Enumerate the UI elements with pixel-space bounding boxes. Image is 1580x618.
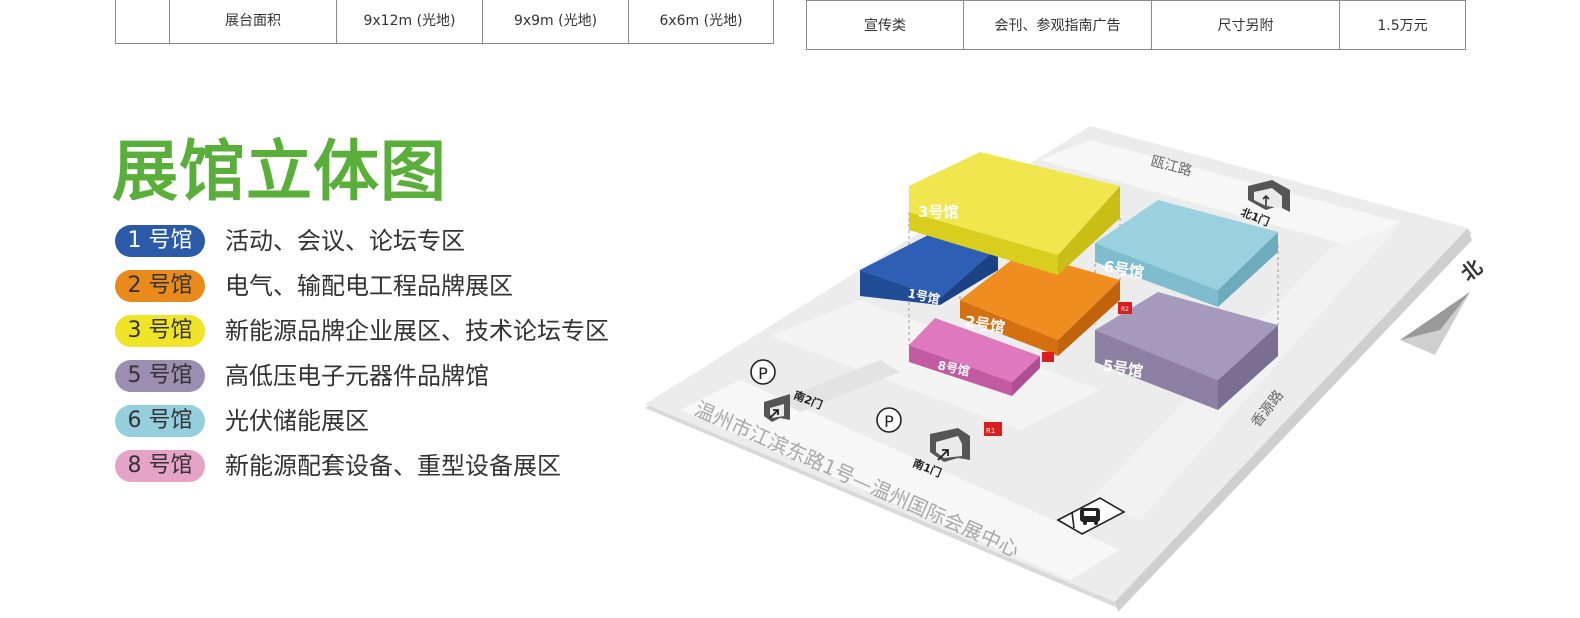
- entrance-marker-r1: [984, 422, 1002, 436]
- road-north: [1040, 140, 1400, 246]
- hall-8-desc: 新能源配套设备、重型设备展区: [225, 452, 561, 480]
- table-cell: [115, 0, 170, 44]
- hall-6-side: [1095, 243, 1218, 307]
- hall-8-top: [909, 318, 1040, 382]
- hall-2-top: [960, 252, 1120, 340]
- hall-1-top: [860, 230, 998, 298]
- hall-5-top: [1095, 292, 1278, 380]
- hall-8-side2: [1012, 356, 1040, 396]
- road-south: [680, 380, 1120, 580]
- hall-8-label: 8号馆: [936, 357, 971, 378]
- entrance-marker: [1042, 352, 1054, 362]
- entrance-r2-label: R2: [1121, 306, 1129, 313]
- hall-5-desc: 高低压电子元器件品牌馆: [225, 362, 489, 390]
- hall-2-badge: 2 号馆: [115, 270, 205, 302]
- entrance-marker-r2: [1118, 302, 1132, 314]
- hall-1-desc: 活动、会议、论坛专区: [225, 227, 465, 255]
- hall-8-badge: 8 号馆: [115, 450, 205, 482]
- hall-2-desc: 电气、输配电工程品牌展区: [225, 272, 513, 300]
- hall-6-side2: [1218, 232, 1278, 307]
- venue-3d-map: R2 R1 3号馆 1号馆 2号馆 6号馆 5号馆 8号馆 瓯江路 香源路 温州…: [645, 126, 1487, 612]
- hall-1-badge: 1 号馆: [115, 225, 205, 257]
- table-cell: 尺寸另附: [1151, 0, 1340, 50]
- table-cell: 9x12m (光地): [336, 0, 483, 44]
- hall-2-side: [960, 300, 1058, 356]
- hall-6-top: [1095, 200, 1278, 290]
- table-cell: 展台面积: [169, 0, 337, 44]
- hall-1-side: [860, 270, 940, 305]
- ground-edge: [1115, 228, 1472, 612]
- hall-3-label: 3号馆: [918, 203, 958, 221]
- page-title: 展馆立体图: [112, 133, 447, 210]
- hall-5-side2: [1218, 325, 1278, 410]
- table-cell: 6x6m (光地): [628, 0, 774, 44]
- hall-3-side: [909, 212, 1058, 275]
- plaza: [780, 360, 900, 412]
- hall-3-side2: [1058, 186, 1120, 275]
- hall-1-label: 1号馆: [906, 285, 941, 306]
- parking-label: P: [884, 412, 894, 431]
- hall-3-top: [909, 152, 1120, 255]
- parking-icon: P: [750, 359, 776, 385]
- north-label: 北: [1456, 255, 1487, 286]
- hall-2-side2: [1058, 280, 1120, 356]
- hall-3-badge: 3 号馆: [115, 315, 205, 347]
- hall-3-desc: 新能源品牌企业展区、技术论坛专区: [225, 317, 609, 345]
- entrance-r1-label: R1: [986, 427, 995, 435]
- hall-6-badge: 6 号馆: [115, 405, 205, 437]
- booth-area-table: 展台面积 9x12m (光地) 9x9m (光地) 6x6m (光地): [115, 0, 774, 44]
- hall-8-side: [909, 345, 1012, 396]
- hall-1-side2: [940, 247, 998, 305]
- table-cell: 9x9m (光地): [482, 0, 629, 44]
- promotion-table: 宣传类 会刊、参观指南广告 尺寸另附 1.5万元: [806, 0, 1466, 50]
- parking-label: P: [758, 364, 768, 383]
- parking-icon: P: [876, 407, 902, 433]
- table-cell: 1.5万元: [1339, 0, 1466, 50]
- table-cell: 会刊、参观指南广告: [963, 0, 1152, 50]
- gate-south-2: 南2门: [764, 388, 825, 422]
- bus-stop-icon: [1056, 497, 1126, 535]
- hall-5-badge: 5 号馆: [115, 360, 205, 392]
- hall-6-desc: 光伏储能展区: [225, 407, 369, 435]
- hall-5-side: [1095, 330, 1218, 410]
- table-cell: 宣传类: [806, 0, 964, 50]
